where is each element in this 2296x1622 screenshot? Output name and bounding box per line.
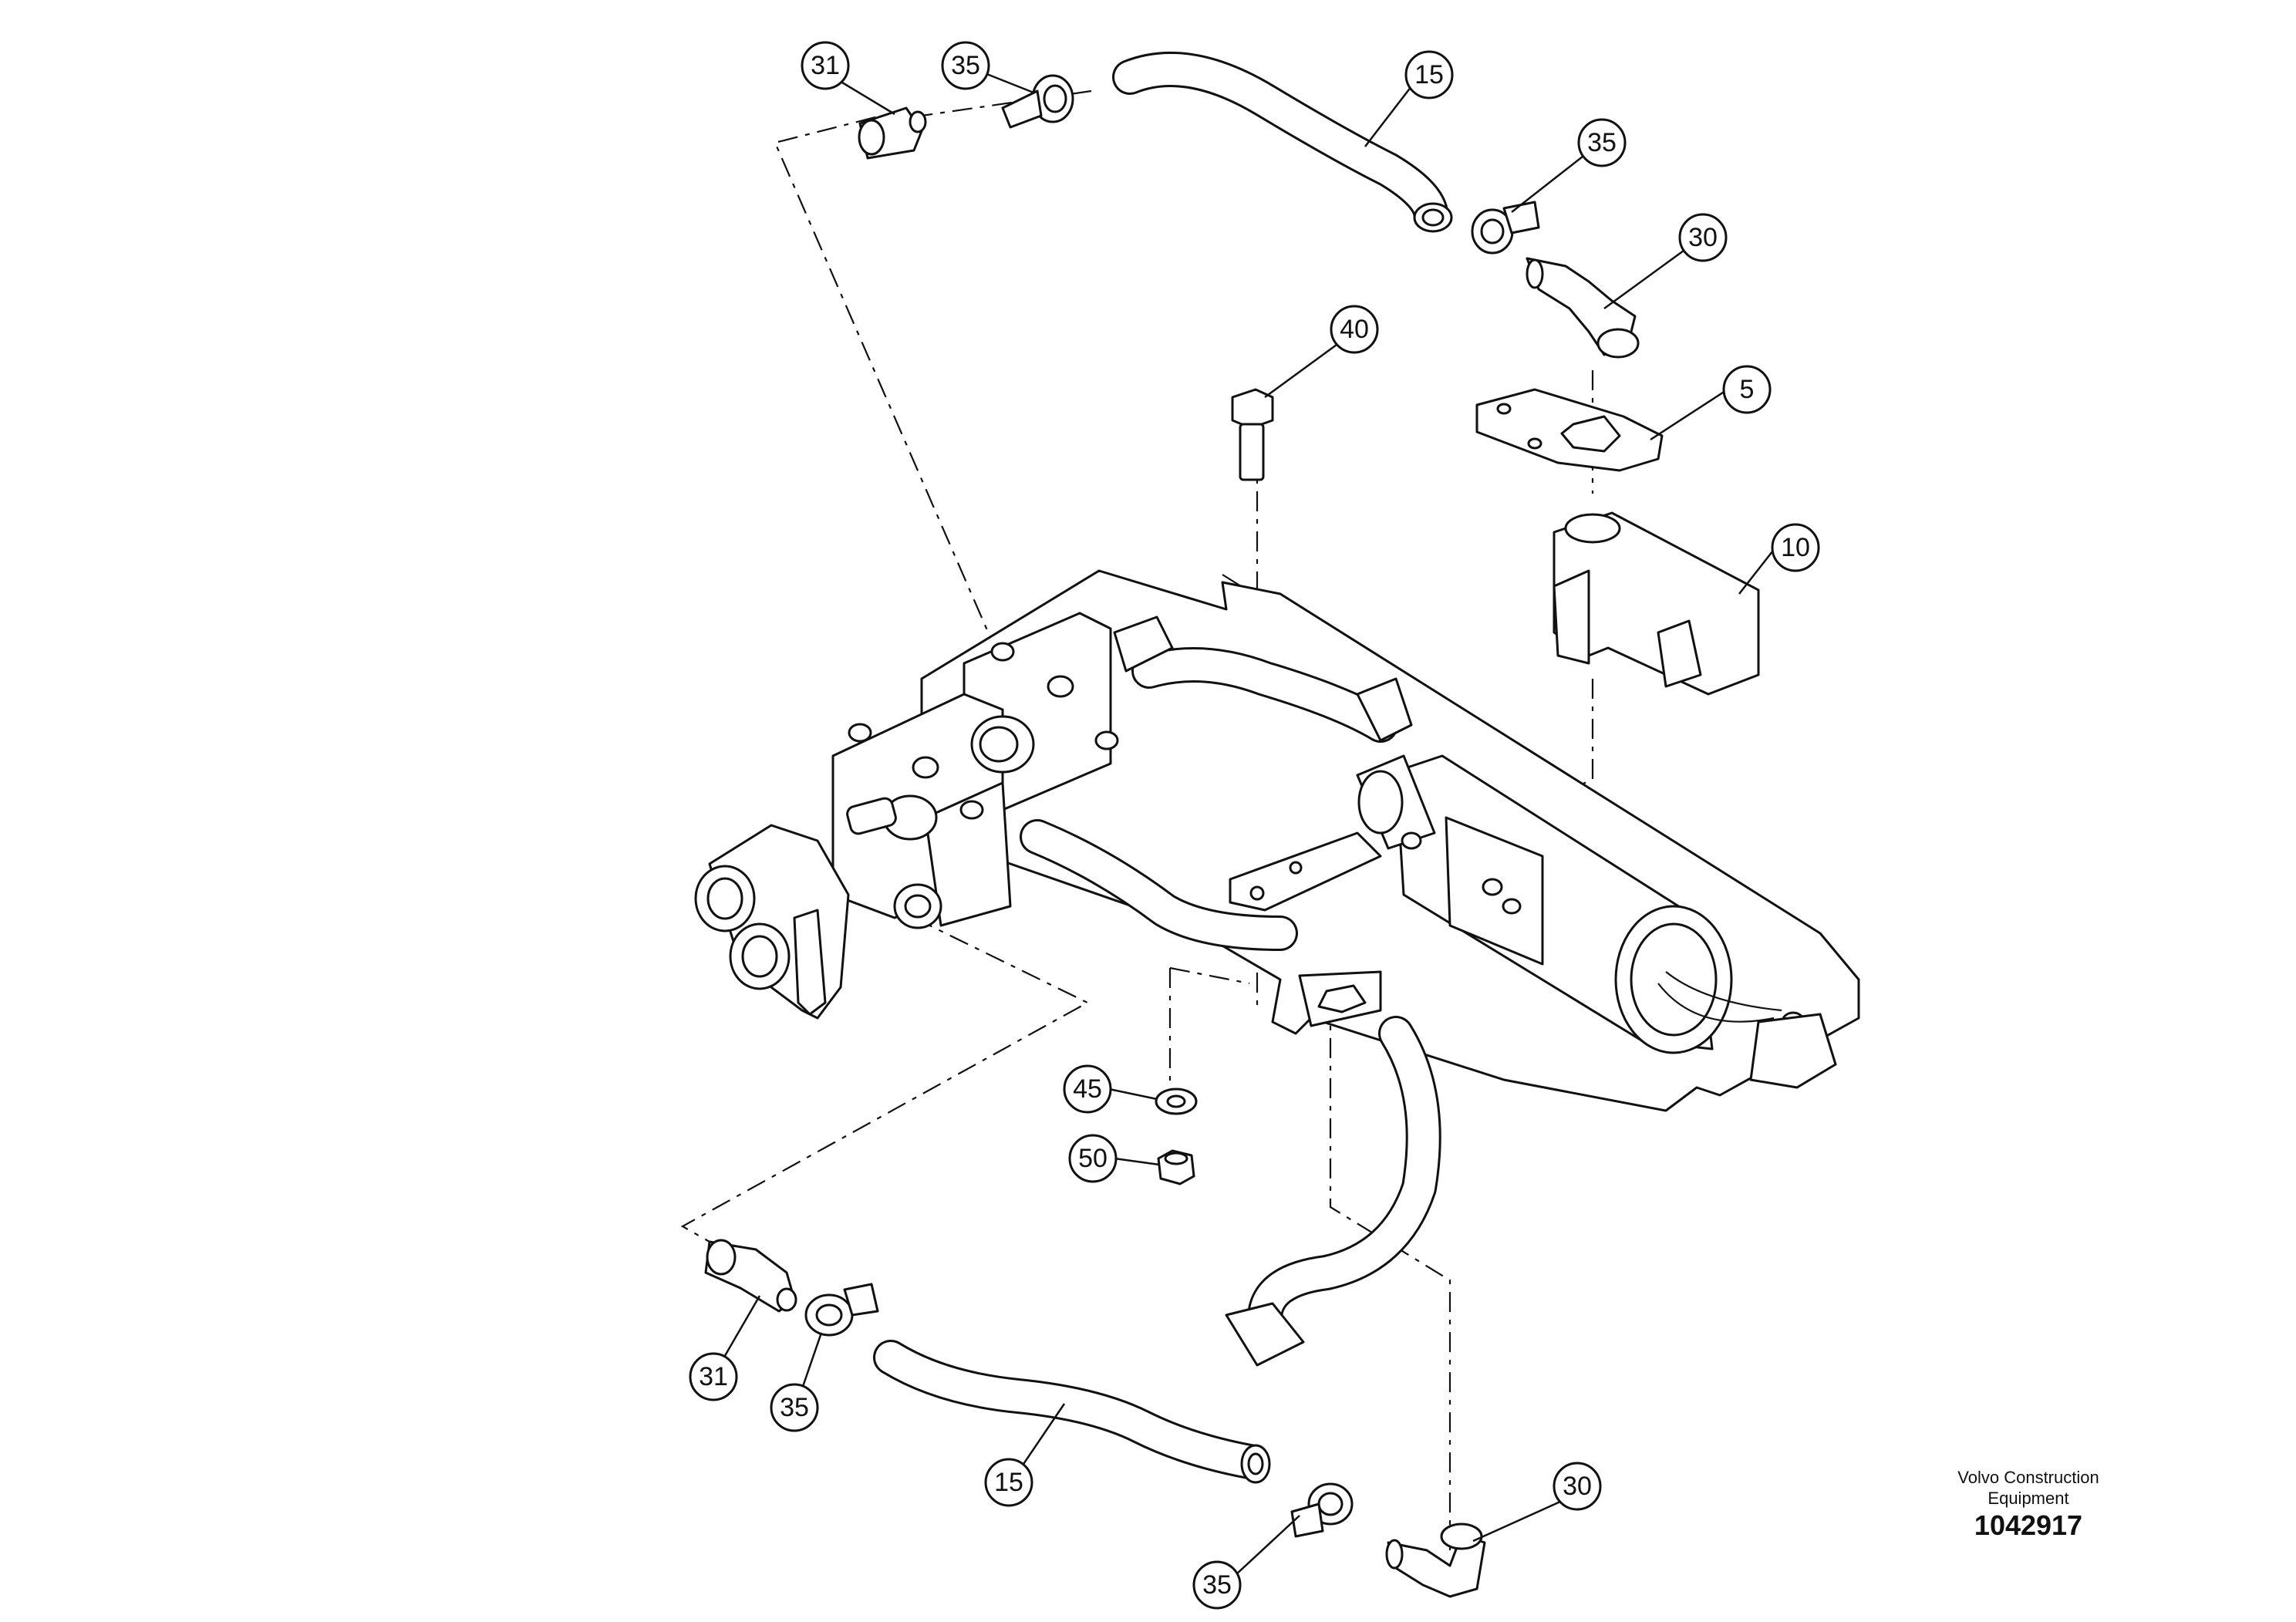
callout-35-top-right: 35: [1577, 118, 1627, 167]
svg-text:35: 35: [780, 1393, 809, 1422]
svg-text:31: 31: [699, 1362, 728, 1391]
valve-manifold: [694, 612, 1119, 1020]
callout-50: 50: [1068, 1134, 1118, 1183]
clamp-35-bottom: [1290, 1482, 1354, 1538]
svg-text:50: 50: [1078, 1144, 1108, 1173]
callout-31-bottom: 31: [689, 1352, 738, 1401]
svg-text:35: 35: [1202, 1570, 1232, 1600]
svg-text:30: 30: [1563, 1472, 1592, 1501]
callout-35-bottom: 35: [1192, 1560, 1242, 1610]
svg-text:30: 30: [1688, 223, 1718, 252]
clamp-35-top-left: [1001, 74, 1074, 129]
elbow-30-top: [1526, 257, 1640, 359]
clamp-35-bottom-left: [804, 1283, 879, 1337]
valve-10: [1553, 511, 1760, 696]
fitting-31-top: [858, 106, 927, 160]
svg-text:35: 35: [1587, 128, 1617, 157]
bolt-40: [1231, 388, 1274, 481]
hose-15-top: [1112, 52, 1453, 233]
brand-label: Volvo Construction Equipment: [1913, 1467, 2144, 1509]
brand-line-2: Equipment: [1988, 1489, 2069, 1508]
svg-text:45: 45: [1073, 1074, 1102, 1104]
svg-text:15: 15: [1414, 60, 1444, 89]
bracket-5: [1475, 388, 1664, 472]
callout-30-bottom: 30: [1553, 1462, 1602, 1511]
clamp-35-top-right: [1471, 201, 1540, 255]
svg-text:40: 40: [1340, 315, 1369, 344]
callout-31-top: 31: [801, 41, 850, 90]
callout-40: 40: [1330, 305, 1379, 354]
callout-10: 10: [1771, 523, 1820, 572]
brand-line-1: Volvo Construction: [1957, 1468, 2099, 1487]
svg-text:15: 15: [994, 1468, 1023, 1497]
callout-35-bottom-left: 35: [770, 1383, 819, 1432]
svg-text:31: 31: [811, 51, 840, 80]
svg-text:35: 35: [951, 51, 980, 80]
callout-5: 5: [1722, 365, 1772, 414]
document-number: 1042917: [1974, 1509, 2083, 1541]
svg-text:10: 10: [1781, 533, 1810, 562]
callout-30-top: 30: [1678, 213, 1728, 262]
nut-50: [1157, 1149, 1195, 1185]
callout-45: 45: [1063, 1064, 1112, 1114]
pump-motor: [1356, 754, 1837, 1089]
fitting-31-bottom: [704, 1239, 797, 1313]
assembled-hoses: [1020, 615, 1441, 1367]
hose-15-bottom: [873, 1340, 1271, 1484]
callout-35-top-left: 35: [941, 41, 990, 90]
svg-text:5: 5: [1740, 375, 1755, 404]
callout-15-bottom: 15: [984, 1458, 1033, 1507]
washer-45: [1155, 1088, 1198, 1115]
elbow-30-bottom: [1385, 1523, 1486, 1598]
callout-15-top: 15: [1404, 50, 1454, 99]
